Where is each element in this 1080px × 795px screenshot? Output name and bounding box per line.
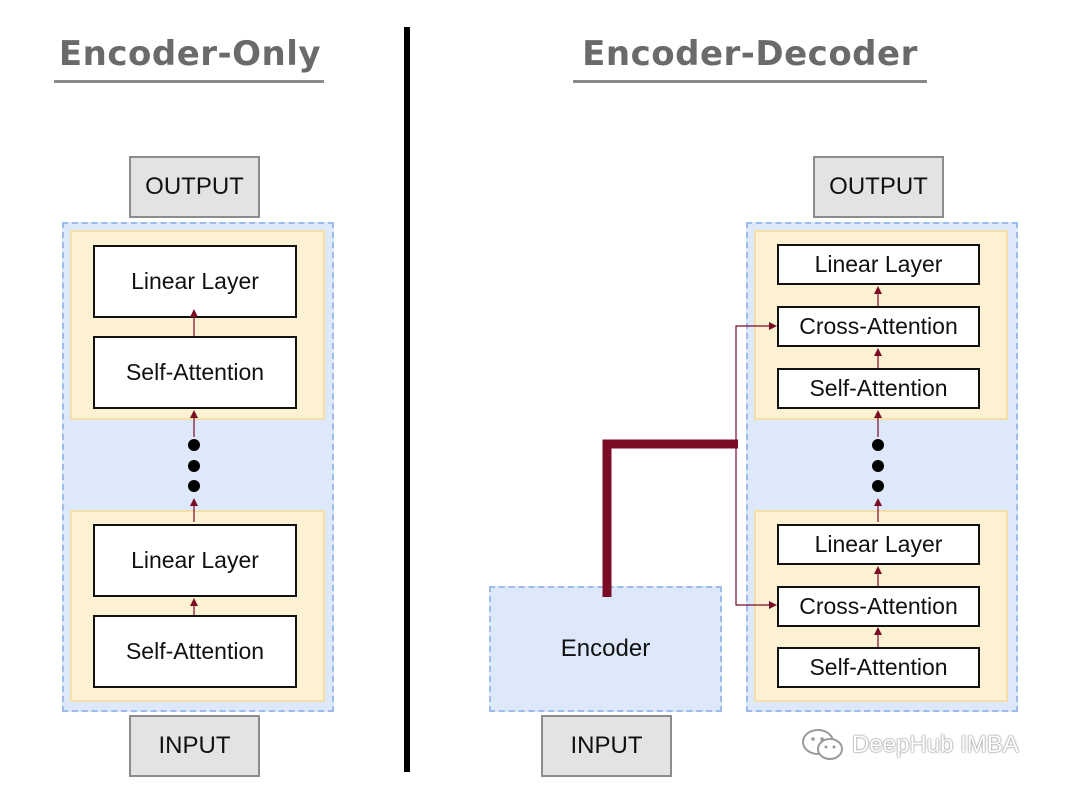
left-bottom-self-attention: Self-Attention	[93, 615, 297, 688]
encoder-only-title-underline	[54, 80, 324, 83]
watermark-text: DeepHub IMBA	[852, 731, 1019, 758]
right-top-self-attention: Self-Attention	[777, 368, 980, 409]
left-bottom-linear-layer: Linear Layer	[93, 524, 297, 597]
right-ellipsis-dot-2	[872, 460, 884, 472]
encoder-box: Encoder	[489, 586, 722, 712]
right-bottom-linear-layer: Linear Layer	[777, 524, 980, 565]
encoder-output-connector	[602, 439, 738, 597]
left-ellipsis-dot-2	[188, 460, 200, 472]
left-ellipsis-dot-1	[188, 439, 200, 451]
left-ellipsis-dot-3	[188, 480, 200, 492]
encoder-branch-to-top-cross	[735, 322, 777, 444]
right-ellipsis-dot-3	[872, 480, 884, 492]
encoder-decoder-title: Encoder-Decoder	[582, 34, 918, 74]
encoder-only-title: Encoder-Only	[58, 34, 322, 74]
right-input-box: INPUT	[541, 715, 672, 777]
right-ellipsis-dot-1	[872, 439, 884, 451]
right-top-cross-attention: Cross-Attention	[777, 306, 980, 347]
section-divider	[404, 27, 410, 772]
wechat-icon	[802, 729, 843, 760]
left-input-box: INPUT	[129, 715, 260, 777]
watermark: DeepHub IMBA	[800, 727, 1019, 763]
right-bottom-self-attention: Self-Attention	[777, 647, 980, 688]
right-bottom-cross-attention: Cross-Attention	[777, 586, 980, 627]
encoder-branch-to-bottom-cross	[735, 444, 777, 609]
left-top-self-attention: Self-Attention	[93, 336, 297, 409]
right-top-linear-layer: Linear Layer	[777, 244, 980, 285]
left-top-linear-layer: Linear Layer	[93, 245, 297, 318]
right-output-box: OUTPUT	[813, 156, 944, 218]
left-output-box: OUTPUT	[129, 156, 260, 218]
encoder-decoder-title-underline	[573, 80, 927, 83]
